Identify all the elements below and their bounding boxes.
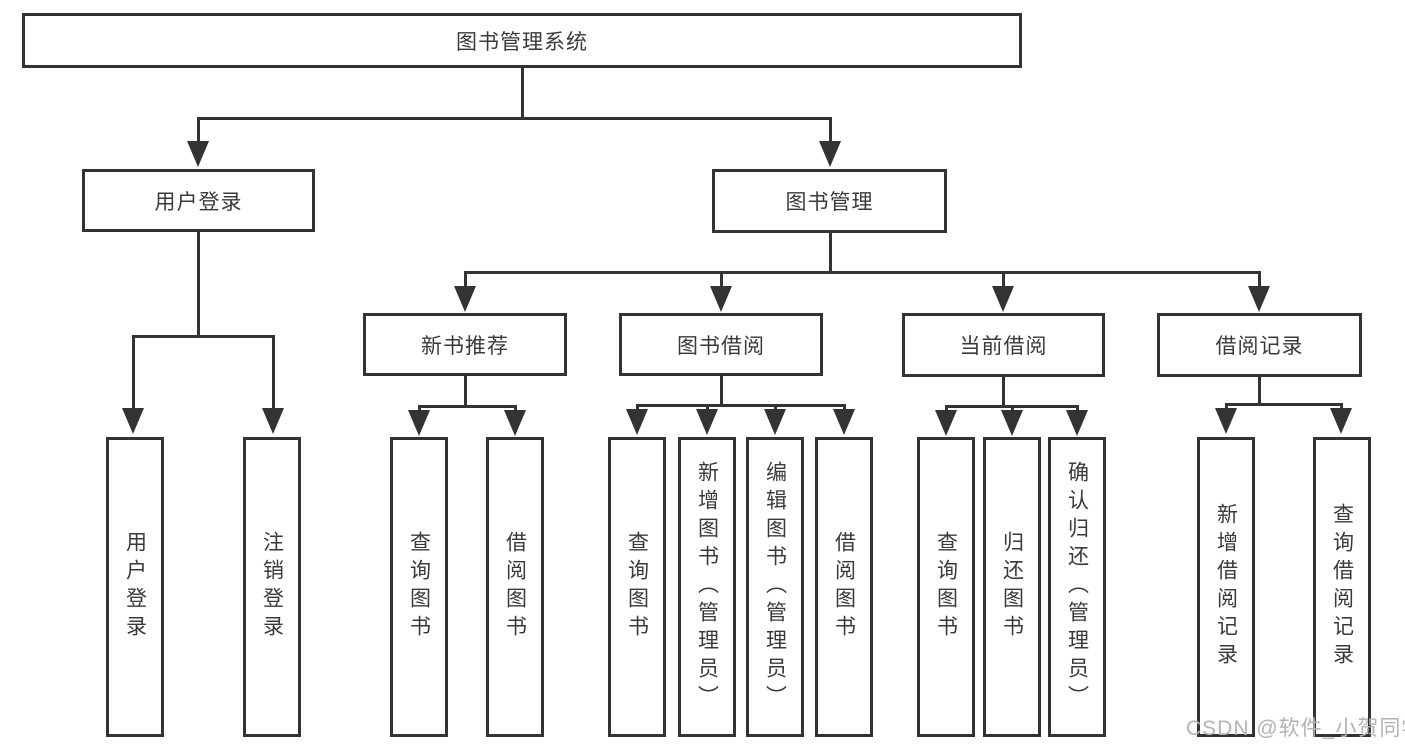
node-label: 确认归还（管理员）	[1065, 461, 1089, 713]
connector-line	[829, 233, 832, 273]
arrow-down-icon	[1215, 408, 1237, 434]
connector-line	[706, 404, 709, 412]
arrow-down-icon	[764, 409, 786, 435]
connector-line	[1002, 377, 1005, 407]
node-book-borrowing: 图书借阅	[619, 313, 823, 376]
arrow-down-icon	[626, 409, 648, 435]
node-label: 借阅记录	[1215, 335, 1304, 358]
leaf-query-books-recommend: 查询图书	[390, 437, 448, 737]
node-label: 用户登录	[154, 190, 243, 214]
leaf-return-books: 归还图书	[983, 437, 1041, 737]
leaf-borrow-books: 借阅图书	[815, 437, 873, 737]
connector-line	[197, 117, 832, 120]
arrow-down-icon	[504, 410, 526, 436]
leaf-query-books-current: 查询图书	[917, 437, 975, 737]
node-label: 图书管理系统	[456, 30, 588, 54]
leaf-add-book-admin: 新增图书（管理员）	[678, 437, 736, 737]
arrow-down-icon	[454, 286, 476, 312]
node-label: 借阅图书	[832, 531, 856, 643]
connector-line	[1258, 271, 1261, 288]
node-label: 归还图书	[1000, 531, 1024, 643]
connector-line	[197, 117, 200, 143]
arrow-down-icon	[1001, 410, 1023, 436]
connector-line	[132, 335, 275, 338]
arrow-down-icon	[1330, 408, 1352, 434]
node-new-book-recommendation: 新书推荐	[363, 313, 567, 376]
connector-line	[945, 405, 948, 413]
node-label: 用户登录	[123, 531, 147, 643]
connector-line	[843, 404, 846, 412]
node-label: 新增借阅记录	[1214, 503, 1238, 671]
connector-line	[464, 271, 1261, 274]
connector-line	[418, 405, 421, 413]
watermark: CSDN @软件_小贺同学	[1186, 717, 1405, 740]
connector-line	[829, 117, 832, 143]
leaf-edit-book-admin: 编辑图书（管理员）	[746, 437, 804, 737]
connector-line	[1225, 403, 1228, 411]
leaf-borrow-books-recommend: 借阅图书	[486, 437, 544, 737]
arrow-down-icon	[1066, 410, 1088, 436]
node-current-borrowing: 当前借阅	[902, 313, 1105, 377]
arrow-down-icon	[710, 286, 732, 312]
arrow-down-icon	[187, 141, 209, 167]
node-book-management: 图书管理	[712, 169, 947, 233]
node-label: 新增图书（管理员）	[695, 461, 719, 713]
node-label: 编辑图书（管理员）	[763, 461, 787, 713]
connector-line	[197, 232, 200, 337]
connector-line	[418, 405, 517, 408]
node-label: 查询图书	[625, 531, 649, 643]
node-label: 借阅图书	[503, 531, 527, 643]
node-label: 当前借阅	[959, 335, 1048, 358]
node-label: 注销登录	[260, 531, 284, 643]
connector-line	[636, 404, 639, 412]
leaf-query-books-borrow: 查询图书	[608, 437, 666, 737]
connector-line	[514, 405, 517, 413]
arrow-down-icon	[935, 410, 957, 436]
connector-line	[1002, 271, 1005, 288]
connector-line	[1225, 403, 1343, 406]
connector-line	[464, 376, 467, 407]
connector-line	[1011, 405, 1014, 413]
arrow-down-icon	[992, 286, 1014, 312]
connector-line	[720, 376, 723, 406]
arrow-down-icon	[819, 141, 841, 167]
connector-line	[720, 271, 723, 288]
arrow-down-icon	[262, 408, 284, 434]
arrow-down-icon	[408, 410, 430, 436]
node-label: 查询图书	[407, 531, 431, 643]
connector-line	[464, 271, 467, 288]
leaf-query-borrow-record: 查询借阅记录	[1313, 437, 1371, 737]
node-label: 图书借阅	[677, 334, 765, 358]
connector-line	[636, 404, 846, 407]
node-user-login: 用户登录	[82, 169, 315, 232]
connector-line	[272, 335, 275, 410]
node-label: 查询借阅记录	[1330, 503, 1354, 671]
node-borrowing-records: 借阅记录	[1157, 313, 1362, 377]
connector-line	[521, 68, 524, 118]
arrow-down-icon	[1248, 286, 1270, 312]
node-label: 查询图书	[934, 531, 958, 643]
connector-line	[1076, 405, 1079, 413]
node-label: 图书管理	[785, 191, 874, 214]
node-label: 新书推荐	[421, 334, 509, 358]
leaf-add-borrow-record: 新增借阅记录	[1197, 437, 1255, 737]
arrow-down-icon	[833, 409, 855, 435]
connector-line	[132, 335, 135, 410]
arrow-down-icon	[696, 409, 718, 435]
leaf-user-login: 用户登录	[106, 437, 164, 737]
leaf-logout: 注销登录	[243, 437, 301, 737]
leaf-confirm-return-admin: 确认归还（管理员）	[1048, 437, 1106, 737]
connector-line	[774, 404, 777, 412]
arrow-down-icon	[122, 408, 144, 434]
node-library-system: 图书管理系统	[22, 13, 1022, 68]
connector-line	[1340, 403, 1343, 411]
connector-line	[1258, 377, 1261, 405]
